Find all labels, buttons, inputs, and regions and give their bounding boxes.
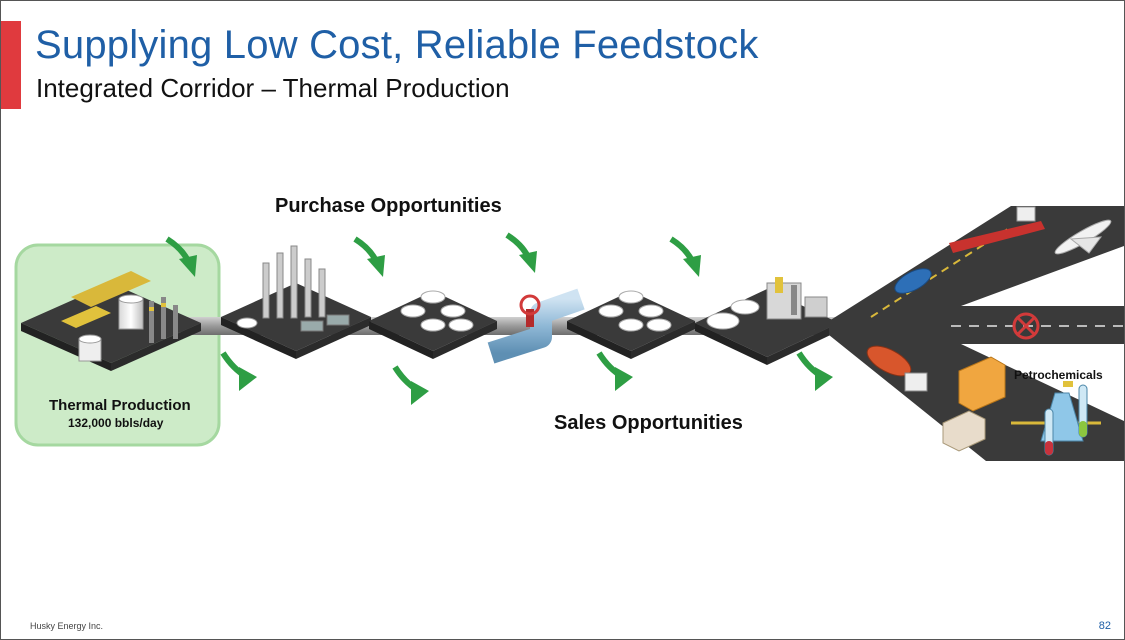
- thermal-production-volume: 132,000 bbls/day: [68, 416, 164, 430]
- purchase-opportunities-label: Purchase Opportunities: [275, 195, 502, 217]
- car-icon: [942, 410, 986, 452]
- airplane-icon: [1054, 219, 1112, 255]
- page-number: 82: [1098, 620, 1111, 632]
- refinery-icon: [221, 245, 371, 359]
- arrow-icon: [165, 236, 197, 277]
- tanker-truck-icon: [866, 345, 928, 392]
- thermal-plant-icon: [21, 271, 201, 371]
- pipeline-valve-icon: [487, 288, 585, 364]
- arrow-icon: [220, 351, 257, 391]
- arrow-icon: [796, 351, 833, 391]
- pipeline-valve-icon: [1012, 312, 1040, 340]
- thermal-production-label: Thermal Production: [49, 397, 191, 414]
- arrow-icon: [353, 236, 385, 277]
- sales-opportunities-label: Sales Opportunities: [554, 412, 743, 434]
- rail-tank-car-icon: [894, 268, 932, 294]
- purchase-flow-arrows: [165, 232, 701, 277]
- arrow-icon: [596, 351, 633, 391]
- slide-title: Supplying Low Cost, Reliable Feedstock: [35, 23, 759, 67]
- storage-tanks-icon: [567, 290, 695, 359]
- arrow-icon: [392, 365, 429, 405]
- arrow-icon: [505, 232, 537, 273]
- footer-company: Husky Energy Inc.: [30, 621, 104, 631]
- petrochemicals-label: Petrochemicals: [1014, 368, 1103, 382]
- storage-tanks-icon: [369, 290, 497, 359]
- tanker-ship-icon: [949, 206, 1045, 253]
- sales-flow-arrows: [220, 351, 833, 405]
- lab-flasks-icon: [1040, 381, 1088, 456]
- arrow-icon: [669, 236, 701, 277]
- slide-subtitle: Integrated Corridor – Thermal Production: [36, 73, 510, 103]
- title-accent-bar: [1, 21, 21, 109]
- delivery-van-icon: [958, 356, 1006, 412]
- upgrader-icon: [695, 277, 839, 365]
